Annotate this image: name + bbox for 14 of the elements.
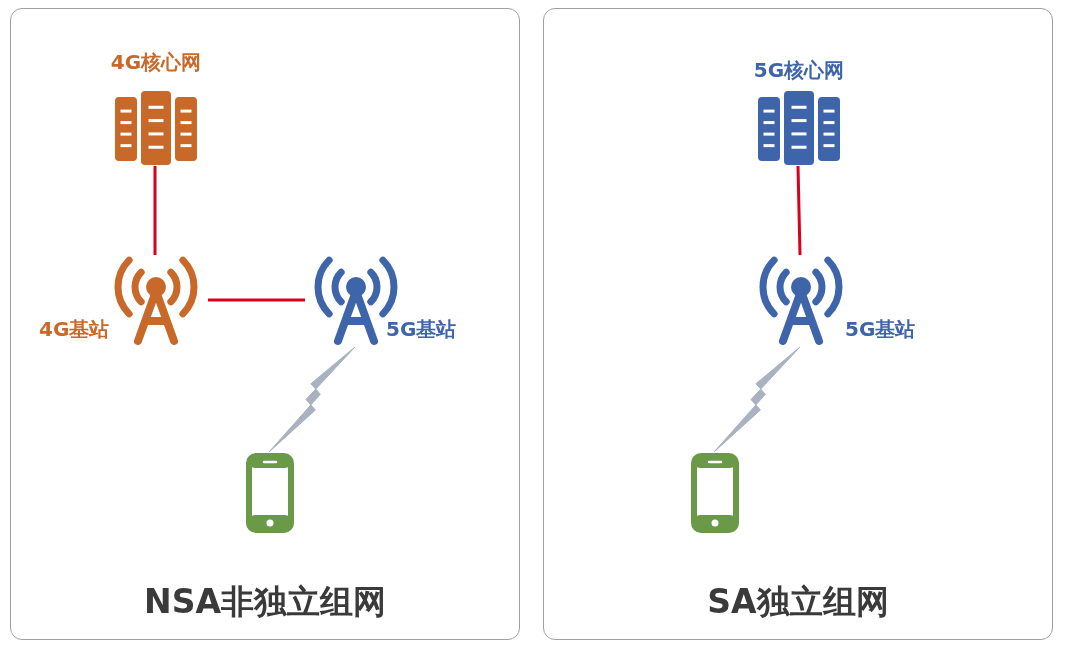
lightning-bolt	[713, 346, 801, 453]
lightning-bolt	[268, 346, 356, 453]
panel-title: SA独立组网	[707, 581, 889, 623]
base-station-label: 5G基站	[386, 316, 457, 343]
panel	[543, 8, 1053, 640]
core-network-label: 4G核心网	[109, 49, 203, 76]
base-station-label: 5G基站	[845, 316, 916, 343]
connector-line	[796, 165, 802, 256]
panel-title: NSA非独立组网	[144, 581, 386, 623]
core-network-label: 5G核心网	[752, 57, 846, 84]
base-station-label: 4G基站	[39, 316, 110, 343]
connector-line	[153, 166, 157, 255]
connector-line	[208, 298, 305, 302]
panel	[10, 8, 520, 640]
